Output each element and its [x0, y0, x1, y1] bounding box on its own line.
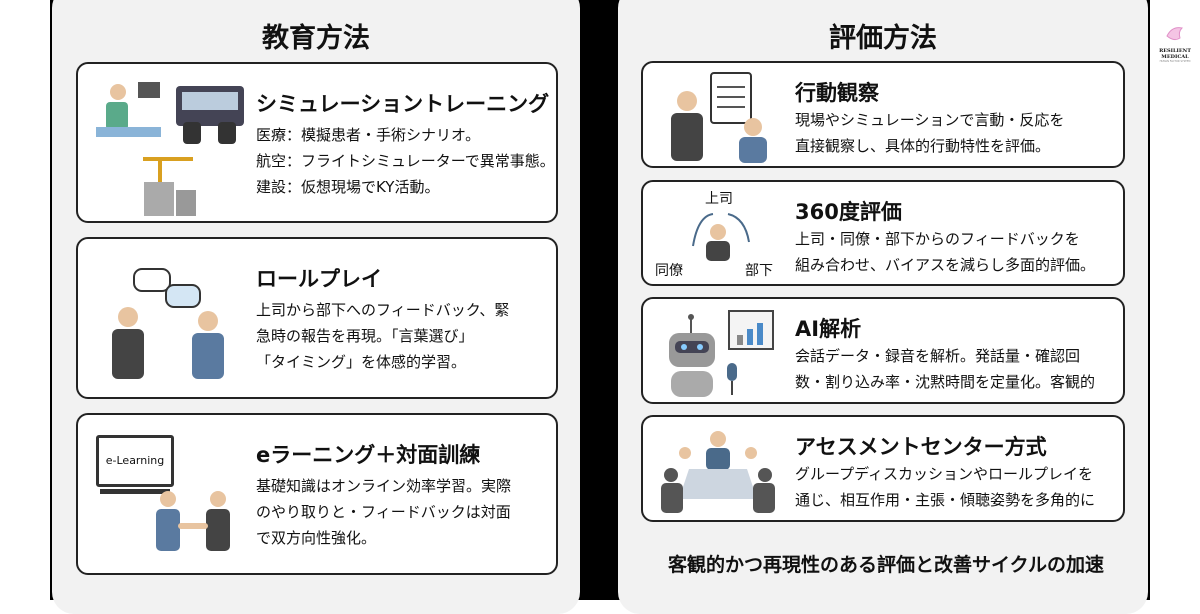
ai-robot-icon — [669, 310, 774, 397]
elearning-monitor-label: e-Learning — [96, 435, 174, 487]
card-360: 上司 同僚 部下 360度評価 上司・同僚・部下からのフィードバックを組み合わせ… — [641, 180, 1125, 286]
roleplay-icon — [112, 268, 224, 379]
card-body: 基礎知識はオンライン効率学習。実際のやり取りと・フィードバックは対面で双方向性強… — [256, 477, 512, 547]
card-simulation: シミュレーショントレーニング 医療：模擬患者・手術シナリオ。航空：フライトシミュ… — [76, 62, 558, 223]
label-subordinate: 部下 — [745, 263, 773, 279]
card-body: 上司から部下へのフィードバック、緊急時の報告を再現。「言葉選び」「タイミング」を… — [256, 301, 510, 371]
card-title: シミュレーショントレーニング — [256, 92, 550, 116]
label-boss: 上司 — [705, 191, 733, 207]
observation-icon — [671, 72, 767, 163]
card-observation: 行動観察 現場やシミュレーションで言動・反応を直接観察し、具体的行動特性を評価。 — [641, 61, 1125, 168]
card-title: 360度評価 — [795, 200, 902, 224]
feedback-cycle-icon — [692, 213, 750, 261]
brand-logo: RESILIENT MEDICAL HUMAN FACTOR SYSTEM — [1152, 24, 1198, 63]
card-title: 行動観察 — [795, 81, 879, 105]
card-assessment-center: アセスメントセンター方式 グループディスカッションやロールプレイを通じ、相互作用… — [641, 415, 1125, 522]
label-peer: 同僚 — [655, 263, 683, 279]
logo-tagline: HUMAN FACTOR SYSTEM — [1159, 60, 1191, 63]
card-title: アセスメントセンター方式 — [795, 435, 1047, 459]
logo-bird-icon — [1166, 27, 1184, 41]
card-title: AI解析 — [795, 317, 862, 341]
card-roleplay: ロールプレイ 上司から部下へのフィードバック、緊急時の報告を再現。「言葉選び」「… — [76, 237, 558, 399]
card-body: グループディスカッションやロールプレイを通じ、相互作用・主張・傾聴姿勢を多角的に — [795, 465, 1096, 509]
meeting-icon — [661, 431, 775, 513]
footer-summary: 客観的かつ再現性のある評価と改善サイクルの加速 — [667, 554, 1105, 576]
handshake-icon — [156, 491, 230, 551]
card-title: ロールプレイ — [256, 267, 382, 291]
card-ai: AI解析 会話データ・録音を解析。発話量・確認回数・割り込み率・沈黙時間を定量化… — [641, 297, 1125, 404]
card-elearning: e-Learning eラーニング＋対面訓練 基礎知識はオンライン効率学習。実際… — [76, 413, 558, 575]
card-body: 上司・同僚・部下からのフィードバックを組み合わせ、バイアスを減らし多面的評価。 — [795, 230, 1096, 274]
card-body: 医療：模擬患者・手術シナリオ。航空：フライトシミュレーターで異常事態。建設：仮想… — [256, 126, 555, 196]
education-title: 教育方法 — [262, 23, 370, 54]
card-body: 会話データ・録音を解析。発話量・確認回数・割り込み率・沈黙時間を定量化。客観的 — [795, 347, 1096, 391]
card-title: eラーニング＋対面訓練 — [256, 443, 481, 467]
simulation-icon — [96, 82, 244, 216]
logo-name: RESILIENT MEDICAL — [1159, 48, 1191, 60]
evaluation-title: 評価方法 — [829, 23, 937, 54]
monitor-stand-icon — [100, 489, 170, 494]
card-body: 現場やシミュレーションで言動・反応を直接観察し、具体的行動特性を評価。 — [795, 111, 1065, 155]
